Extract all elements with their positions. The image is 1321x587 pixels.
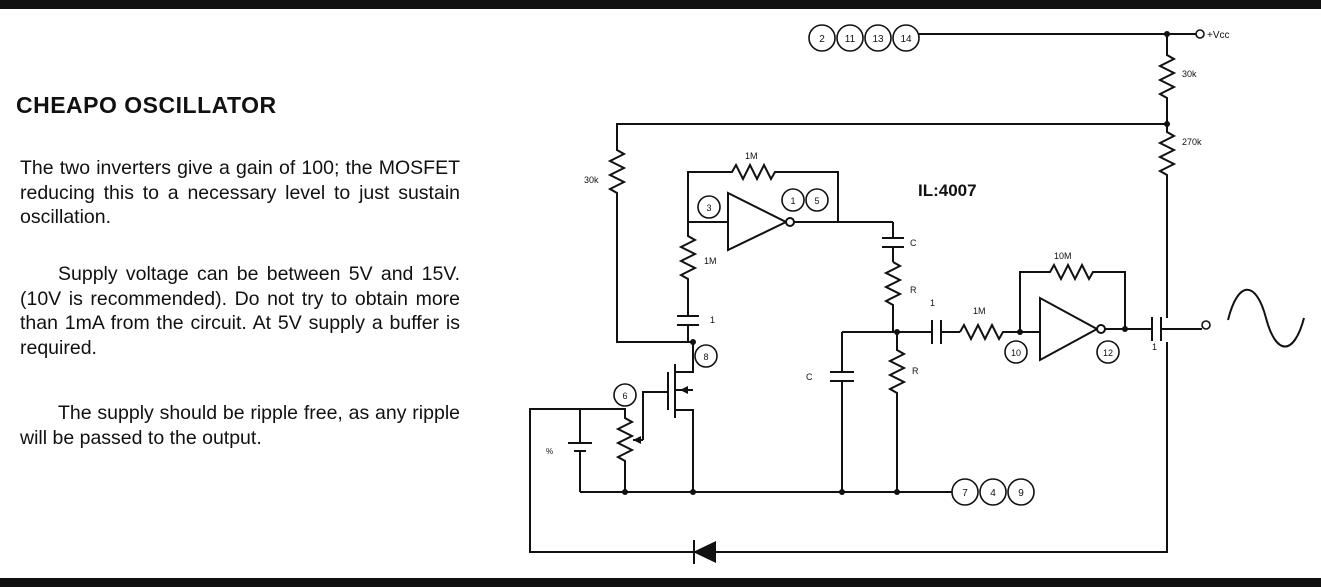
bottom-rule	[0, 578, 1321, 587]
resistor-1m-feedback-1-label: 1M	[745, 151, 758, 161]
capacitor-output	[1105, 317, 1202, 341]
inverter-1-bubble	[785, 217, 795, 227]
supply-pin-13-label: 13	[872, 34, 884, 45]
paragraph-gain: The two inverters give a gain of 100; th…	[20, 157, 460, 228]
capacitor-coupling-1-label: 1	[710, 315, 715, 325]
battery-symbol	[568, 409, 592, 492]
resistor-r-lower	[887, 332, 907, 492]
ic-label: IL:4007	[918, 181, 977, 200]
resistor-r-upper-label: R	[910, 285, 917, 295]
wiper-arrow	[633, 436, 641, 444]
inverter-2-bubble	[1096, 324, 1106, 334]
capacitor-c-shunt-label: C	[806, 372, 813, 382]
mosfet-pin-6	[613, 383, 637, 407]
mosfet-symbol	[667, 342, 694, 492]
vcc-label: +Vcc	[1207, 30, 1230, 41]
supply-pin-13	[864, 24, 892, 52]
ground-junction-1	[622, 489, 628, 495]
supply-pin-14	[892, 24, 920, 52]
inverter-1-symbol	[727, 191, 789, 252]
ground-pin-7-label: 7	[962, 488, 968, 499]
ground-junction-2	[690, 489, 696, 495]
supply-pin-11	[836, 24, 864, 52]
inverter-2-symbol	[1039, 296, 1100, 362]
output-terminal	[1201, 320, 1211, 330]
capacitor-c-shunt	[830, 332, 854, 492]
capacitor-coupling-1	[677, 315, 699, 342]
capacitor-c-top	[882, 222, 904, 262]
ground-pin-7	[951, 478, 979, 506]
vcc-terminal	[1195, 29, 1205, 39]
article-title: CHEAPO OSCILLATOR	[16, 92, 277, 118]
output-junction	[1122, 326, 1128, 332]
pot-label: %	[546, 447, 553, 456]
resistor-1m-input-2	[959, 322, 1040, 342]
feedback-loop-wire	[529, 342, 1168, 553]
resistor-30k-top-label: 30k	[1182, 69, 1197, 79]
mosfet-pin-6-label: 6	[622, 391, 627, 401]
potentiometer	[580, 408, 635, 492]
capacitor-c-top-label: C	[910, 238, 917, 248]
ground-pin-9	[1007, 478, 1035, 506]
mosfet-arrow	[680, 386, 688, 394]
resistor-r-upper	[883, 261, 903, 332]
paragraph-supply: Supply voltage can be between 5V and 15V…	[20, 263, 460, 359]
inverter-1-pin-3-label: 3	[706, 203, 711, 213]
resistor-270k	[1157, 124, 1177, 318]
resistor-r-lower-label: R	[912, 366, 919, 376]
capacitor-output-label: 1	[1152, 342, 1157, 352]
inverter-1-pin-1-label: 1	[790, 196, 795, 206]
inverter-2-pin-12-label: 12	[1103, 348, 1113, 358]
resistor-1m-feedback-1	[687, 162, 839, 222]
resistor-270k-label: 270k	[1182, 137, 1202, 147]
ground-pin-9-label: 9	[1018, 488, 1024, 499]
resistor-30k-top	[1157, 34, 1177, 124]
resistor-1m-input-2-label: 1M	[973, 306, 986, 316]
resistor-10m-feedback-2	[1019, 262, 1126, 332]
inverter-2-pin-10	[1004, 340, 1028, 364]
resistor-30k-left	[607, 123, 1167, 343]
resistor-10m-feedback-2-label: 10M	[1054, 251, 1072, 261]
resistor-1m-input-1-label: 1M	[704, 256, 717, 266]
diode-symbol	[693, 541, 716, 563]
supply-pin-2	[808, 24, 836, 52]
inverter-1-pin-3	[697, 195, 721, 219]
paragraph-ripple: The supply should be ripple free, as any…	[20, 402, 460, 449]
top-rule	[0, 0, 1321, 9]
capacitor-coupling-2	[842, 320, 960, 344]
inverter-2-pin-10-label: 10	[1011, 348, 1021, 358]
potentiometer-wiper	[633, 391, 668, 441]
ground-pin-4	[979, 478, 1007, 506]
inverter-1-pin-5-label: 5	[814, 196, 819, 206]
ground-pin-4-label: 4	[990, 488, 996, 499]
supply-pin-2-label: 2	[819, 34, 825, 45]
capacitor-coupling-2-label: 1	[930, 298, 935, 308]
inverter-2-pin-12	[1096, 340, 1120, 364]
supply-pin-11-label: 11	[845, 34, 856, 45]
supply-pins-group: 2 11 13 14	[808, 24, 920, 52]
inverter-1-pin-5	[805, 188, 829, 212]
resistor-1m-input-1	[678, 222, 698, 316]
resistor-30k-left-label: 30k	[584, 175, 599, 185]
inverter-1-pin-1	[781, 188, 805, 212]
sine-wave-icon	[1227, 288, 1305, 348]
mosfet-pin-8-label: 8	[703, 352, 708, 362]
mosfet-pin-8	[694, 344, 718, 368]
supply-pin-14-label: 14	[900, 34, 912, 45]
